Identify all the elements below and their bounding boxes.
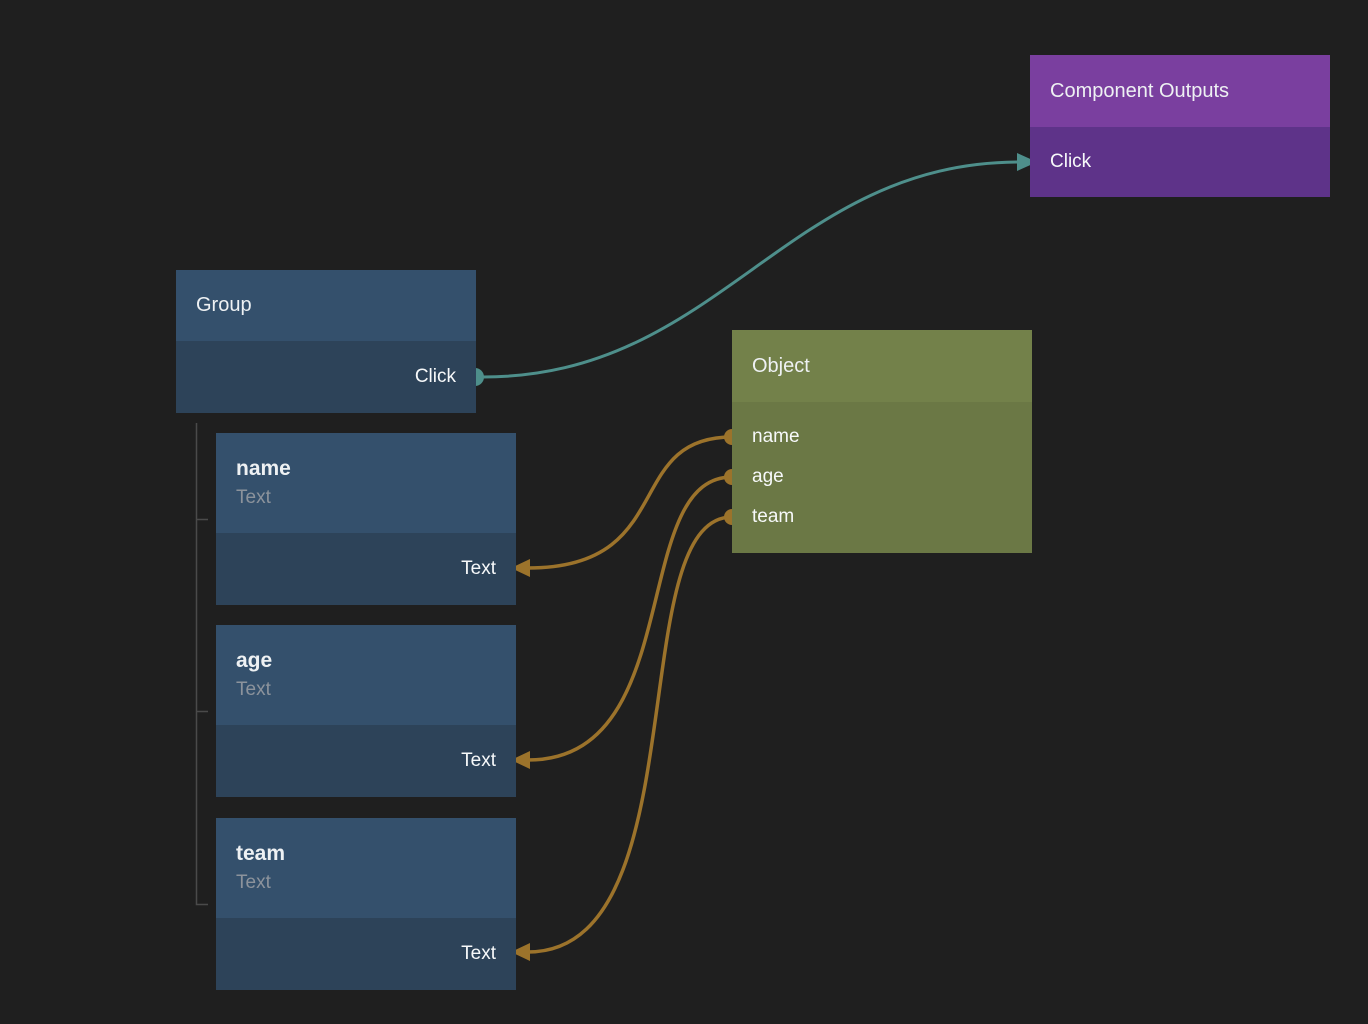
field-title: age <box>236 649 273 672</box>
edge-arrowhead-name <box>511 559 530 577</box>
output-row-name[interactable]: name <box>732 417 1032 457</box>
field-type-label: Text <box>236 679 271 700</box>
input-label-text: Text <box>461 750 496 771</box>
node-field-age[interactable]: age Text Text <box>216 625 516 797</box>
tree-connector-line <box>195 423 208 906</box>
field-title: name <box>236 457 291 480</box>
edge-arrowhead-team <box>511 943 530 961</box>
node-group-header[interactable]: Group <box>176 270 476 341</box>
output-label-age: age <box>752 466 784 487</box>
node-field-name[interactable]: name Text Text <box>216 433 516 605</box>
output-label-team: team <box>752 506 795 527</box>
output-label-click: Click <box>414 366 456 387</box>
edge-group-click-to-outputs[interactable] <box>482 160 1021 379</box>
node-component-outputs[interactable]: Component Outputs Click <box>1030 55 1330 197</box>
node-title: Group <box>196 294 252 316</box>
field-type-label: Text <box>236 487 271 508</box>
input-label-click: Click <box>1050 151 1092 172</box>
node-field-team[interactable]: team Text Text <box>216 818 516 990</box>
node-object-body: name age team <box>732 402 1032 553</box>
node-group[interactable]: Group Click <box>176 270 476 413</box>
edge-arrowhead-age <box>511 751 530 769</box>
input-row-text[interactable]: Text <box>216 725 516 797</box>
output-row-age[interactable]: age <box>732 457 1032 497</box>
node-title: Object <box>752 354 810 377</box>
node-object-header[interactable]: Object <box>732 330 1032 402</box>
output-row-team[interactable]: team <box>732 497 1032 537</box>
field-type-label: Text <box>236 872 271 893</box>
node-object[interactable]: Object name age team <box>732 330 1032 553</box>
edge-object-team-to-field[interactable] <box>527 515 733 954</box>
input-row-text[interactable]: Text <box>216 918 516 990</box>
input-row-text[interactable]: Text <box>216 533 516 605</box>
output-label-name: name <box>752 426 800 447</box>
input-row-click[interactable]: Click <box>1030 127 1330 197</box>
edge-object-age-to-field[interactable] <box>527 475 733 762</box>
node-field-age-header[interactable]: age Text <box>216 625 516 725</box>
node-field-team-header[interactable]: team Text <box>216 818 516 918</box>
node-field-name-header[interactable]: name Text <box>216 433 516 533</box>
node-title: Component Outputs <box>1050 79 1229 102</box>
output-row-click[interactable]: Click <box>176 341 476 413</box>
input-label-text: Text <box>461 558 496 579</box>
input-label-text: Text <box>461 943 496 964</box>
node-component-outputs-header[interactable]: Component Outputs <box>1030 55 1330 127</box>
edge-object-name-to-field[interactable] <box>527 435 733 570</box>
field-title: team <box>236 842 286 865</box>
edge-arrowhead-click <box>1017 153 1037 171</box>
